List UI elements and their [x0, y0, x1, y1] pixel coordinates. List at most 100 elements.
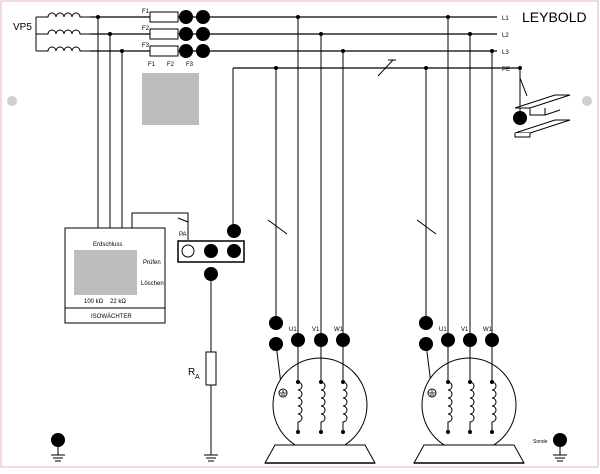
mount-hole-left	[7, 96, 17, 106]
brand-logo: LEYBOLD	[522, 9, 587, 25]
dot	[341, 430, 345, 434]
motor-1: U1 V1 W1	[264, 17, 376, 464]
motor-2: U1 V1 W1	[413, 17, 525, 464]
motor-2-label-v: V1	[461, 327, 469, 333]
dot	[341, 380, 345, 384]
pa-socket-mid[interactable]	[204, 244, 218, 258]
motor-1-windings	[297, 340, 348, 432]
motor-2-label-u: U1	[439, 327, 447, 333]
coil-l2	[36, 29, 90, 35]
rail-base	[514, 133, 531, 138]
fuse-f1-bottom-label: F1	[148, 62, 156, 68]
socket-l2-out[interactable]	[196, 27, 210, 41]
winding-w	[491, 381, 497, 432]
pe-break-mark	[377, 59, 394, 77]
dot	[319, 380, 323, 384]
winding-u	[447, 381, 453, 432]
fuse-f2-label: F2	[142, 26, 150, 32]
motor-1-label-w: W1	[334, 327, 344, 333]
dot	[296, 430, 300, 434]
socket-l3-out[interactable]	[196, 44, 210, 58]
monitor-title: Erdschluss	[93, 242, 122, 248]
motor-2-pe-socket-top[interactable]	[419, 316, 433, 330]
dot	[319, 430, 323, 434]
monitor-r22: 22 kΩ	[110, 299, 126, 305]
fuse-f2	[149, 28, 179, 40]
monitor-test[interactable]: Prüfen	[143, 260, 161, 266]
monitor-name: ISOWÄCHTER	[91, 313, 132, 320]
dot	[468, 430, 472, 434]
pa-wire	[131, 212, 189, 240]
monitor-feed-wires	[97, 17, 123, 228]
pa-switch-blade	[177, 217, 189, 223]
pe-rail-switch	[519, 77, 528, 97]
fuse-f3-label: F3	[142, 43, 150, 49]
fuse-f1	[149, 11, 179, 23]
fuse-f3	[149, 45, 179, 57]
motor-2-label-w: W1	[483, 327, 493, 333]
dot	[468, 380, 472, 384]
winding-v	[320, 381, 326, 432]
monitor-clear[interactable]: Löschen	[141, 281, 164, 287]
winding-v	[469, 381, 475, 432]
motor-2-pe-socket-bottom[interactable]	[419, 337, 433, 351]
supply-label: VP5	[13, 22, 32, 33]
motor-1-earth-symbol	[280, 390, 286, 396]
ground-ra	[204, 454, 218, 462]
monitor-r100: 100 kΩ	[84, 299, 104, 305]
fuse-gray-panel	[142, 73, 199, 125]
earth-rail-socket[interactable]	[513, 111, 527, 125]
fuse-f2-bottom-label: F2	[167, 62, 175, 68]
fuse-f1-label: F1	[142, 9, 150, 15]
dot	[446, 380, 450, 384]
label-l2: L2	[502, 33, 509, 39]
motor-1-base	[264, 444, 376, 464]
fuse-f3-bottom-label: F3	[186, 62, 194, 68]
pe-socket[interactable]	[227, 224, 241, 238]
socket-f3[interactable]	[179, 44, 193, 58]
pe-switch	[267, 219, 288, 235]
pa-socket-open[interactable]	[181, 244, 195, 258]
monitor-display	[74, 250, 137, 295]
motor-1-pe-socket-bottom[interactable]	[269, 337, 283, 351]
ra-label: R	[188, 367, 195, 378]
pa-switch-wiring	[131, 68, 234, 240]
motor-2-earth-symbol	[429, 390, 435, 396]
earth-rail	[514, 94, 571, 138]
ra-label-sub: A	[195, 374, 200, 381]
motor-1-terminal-dots	[296, 380, 345, 434]
winding-u	[297, 381, 303, 432]
rail-web	[529, 108, 546, 116]
transformer	[35, 12, 90, 52]
mount-hole-right	[582, 96, 592, 106]
ra-resistor	[205, 351, 217, 386]
coil-l1	[36, 12, 90, 18]
winding-w	[342, 381, 348, 432]
label-l1: L1	[502, 16, 509, 22]
socket-l1-out[interactable]	[196, 10, 210, 24]
label-l3: L3	[502, 50, 509, 56]
dot	[490, 380, 494, 384]
socket-f1[interactable]	[179, 10, 193, 24]
pa-label: PA	[179, 232, 187, 238]
pa-socket-right[interactable]	[227, 244, 241, 258]
motor-1-label-u: U1	[289, 327, 297, 333]
motor-1-label-v: V1	[312, 327, 320, 333]
motor-2-windings	[447, 340, 497, 432]
fuses	[149, 11, 179, 57]
rail-edge	[544, 109, 561, 116]
label-pe: PE	[502, 67, 510, 73]
motor-2-wires	[416, 17, 493, 393]
ground-right	[553, 454, 567, 462]
motor-2-terminal-dots	[446, 380, 494, 434]
motor-2-housing	[421, 357, 517, 453]
motor-1-housing	[272, 357, 368, 453]
motor-2-base	[413, 444, 525, 464]
coil-l3	[36, 46, 90, 52]
socket-f2[interactable]	[179, 27, 193, 41]
dot	[490, 430, 494, 434]
motor-1-pe-socket-top[interactable]	[269, 316, 283, 330]
dot	[446, 430, 450, 434]
